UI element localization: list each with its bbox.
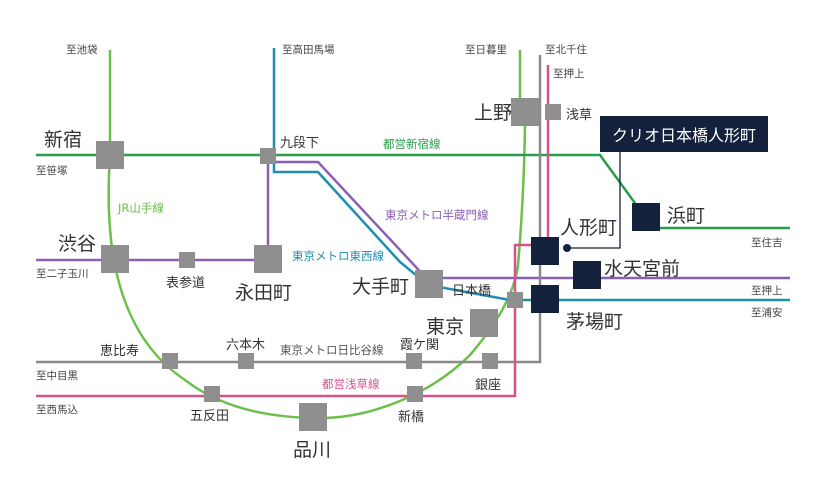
station-ueno — [511, 98, 539, 126]
label-omotesando: 表参道 — [166, 276, 206, 291]
line-label-tozai: 東京メトロ東西線 — [292, 249, 384, 263]
callout-connector — [567, 150, 621, 249]
label-kudanshita: 九段下 — [280, 136, 320, 151]
station-roppongi — [238, 353, 254, 369]
line-label-toei-asakusa: 都営浅草線 — [322, 377, 380, 391]
dest-sumiyoshi: 至住吉 — [751, 237, 783, 249]
label-shinagawa: 品川 — [293, 439, 332, 461]
line-label-hanzomon: 東京メトロ半蔵門線 — [385, 208, 489, 222]
yamanote-line-loop — [107, 111, 527, 420]
label-nihonbashi: 日本橋 — [452, 284, 492, 299]
dest-oshiage-top: 至押上 — [553, 68, 585, 80]
label-shinbashi: 新橋 — [398, 410, 425, 425]
dest-ikebukuro: 至池袋 — [66, 44, 98, 56]
station-tokyo — [470, 309, 498, 337]
dest-nippori: 至日暮里 — [465, 44, 507, 56]
label-ueno: 上野 — [474, 102, 513, 124]
label-nagatacho: 永田町 — [235, 282, 293, 304]
station-kayabacho — [531, 285, 559, 313]
line-label-hibiya: 東京メトロ日比谷線 — [280, 343, 384, 357]
label-roppongi: 六本木 — [226, 338, 266, 353]
dest-urayasu: 至浦安 — [751, 307, 783, 319]
label-kasumigaseki: 霞ケ関 — [400, 338, 440, 353]
station-kasumigaseki — [406, 353, 422, 369]
station-asakusa — [545, 104, 561, 120]
label-shinjuku: 新宿 — [44, 129, 83, 151]
label-shibuya: 渋谷 — [58, 233, 97, 255]
dest-takadanobaba: 至高田馬場 — [282, 44, 335, 56]
label-suitengumae: 水天宮前 — [604, 258, 681, 280]
station-shinjuku — [96, 141, 124, 169]
label-gotanda: 五反田 — [190, 409, 230, 424]
station-shinbashi — [407, 386, 423, 402]
label-ningyocho: 人形町 — [560, 217, 618, 239]
label-ginza: 銀座 — [475, 378, 502, 393]
station-suitengumae — [573, 261, 601, 289]
station-gotanda — [204, 386, 220, 402]
station-ningyocho — [531, 237, 559, 265]
label-asakusa: 浅草 — [566, 108, 593, 123]
label-otemachi: 大手町 — [352, 276, 410, 298]
callout-dot — [563, 244, 571, 252]
label-kayabacho: 茅場町 — [566, 311, 624, 333]
dest-sasazuka: 至笹塚 — [36, 165, 68, 177]
station-ginza — [482, 353, 498, 369]
toei-asakusa-line — [36, 65, 550, 398]
dest-oshiage-right: 至押上 — [751, 285, 783, 297]
station-otemachi — [415, 270, 443, 298]
station-hamacho — [632, 203, 660, 231]
label-hamacho: 浜町 — [667, 205, 706, 227]
station-omotesando — [179, 252, 195, 268]
station-ebisu — [162, 353, 178, 369]
property-callout: クリオ日本橋人形町 — [600, 116, 769, 152]
station-nihonbashi — [507, 292, 523, 308]
line-label-toei-shinjuku: 都営新宿線 — [383, 137, 441, 151]
dest-futakotamagawa: 至二子玉川 — [36, 268, 89, 280]
dest-nishi-magome: 至西馬込 — [36, 404, 78, 416]
station-shinagawa — [299, 403, 327, 431]
label-ebisu: 恵比寿 — [100, 344, 140, 359]
station-nagatacho — [254, 245, 282, 273]
dest-naka-meguro: 至中目黒 — [36, 370, 78, 382]
dest-kitasenju: 至北千住 — [545, 44, 587, 56]
line-label-yamanote: JR山手線 — [118, 201, 164, 215]
label-tokyo: 東京 — [426, 316, 465, 338]
station-shibuya — [101, 245, 129, 273]
station-kudanshita — [260, 148, 276, 164]
